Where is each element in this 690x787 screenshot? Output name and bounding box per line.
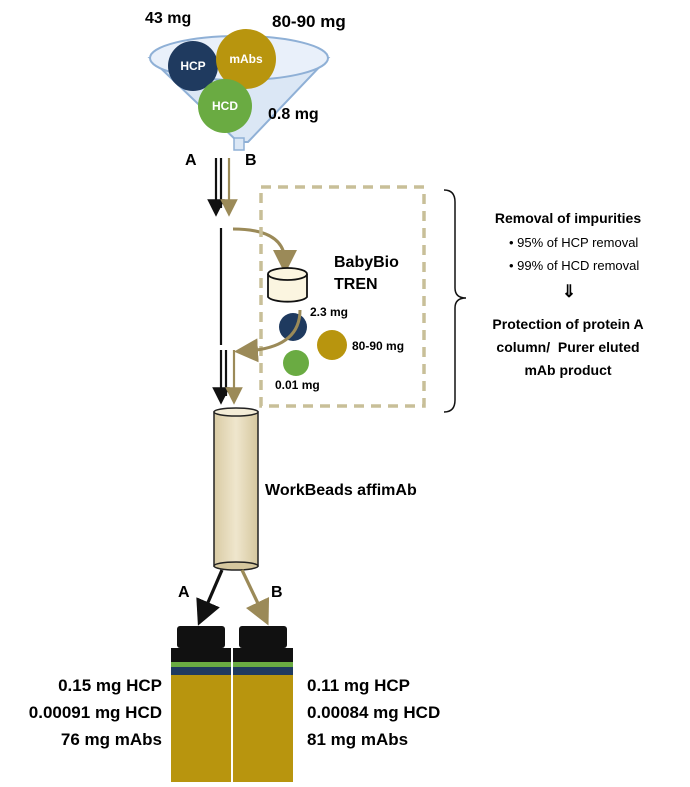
impurities-title: Removal of impurities xyxy=(494,210,642,226)
hcp-circle xyxy=(168,41,218,91)
mabs-circle xyxy=(216,29,276,89)
result-b-hcd: 0.00084 mg HCD xyxy=(307,703,441,722)
funnel-hcd-mass: 0.8 mg xyxy=(268,106,319,123)
path-b-out-of-babybio-arrow xyxy=(234,309,302,363)
path-a-bottom-label: A xyxy=(178,584,190,601)
impurities-conclusion-2: column/ Purer eluted xyxy=(496,339,640,355)
path-b-into-babybio-arrow xyxy=(232,227,297,274)
mabs-after-babybio-circle xyxy=(317,330,347,360)
hcp-circle-label: HCP xyxy=(180,59,206,73)
impurities-bullet-1: • 95% of HCP removal xyxy=(509,235,639,250)
babybio-cylinder-icon xyxy=(267,267,308,303)
impurities-down-arrow: ⇓ xyxy=(561,282,577,301)
babybio-dashed-box xyxy=(259,185,426,408)
hcd-circle-label: HCD xyxy=(212,99,238,113)
result-a-mabs: 76 mg mAbs xyxy=(60,730,162,749)
path-a-lower xyxy=(212,350,230,405)
result-b-mabs: 81 mg mAbs xyxy=(307,730,409,749)
path-a-to-bottle-arrow xyxy=(196,569,224,626)
result-a-hcp: 0.15 mg HCP xyxy=(58,676,162,695)
impurities-conclusion-1: Protection of protein A xyxy=(492,316,644,332)
babybio-title-line1: BabyBio xyxy=(334,254,399,271)
hcd-after-babybio-circle xyxy=(283,350,309,376)
babybio-mabs-mass: 80-90 mg xyxy=(352,339,405,353)
impurities-bullet-2: • 99% of HCD removal xyxy=(509,258,640,273)
path-b-to-bottle-arrow xyxy=(240,569,270,626)
path-a-top-label: A xyxy=(185,152,197,169)
impurities-brace xyxy=(443,189,467,413)
result-b-hcp: 0.11 mg HCP xyxy=(307,676,410,695)
funnel-mabs-mass: 80-90 mg xyxy=(272,12,346,31)
mabs-circle-label: mAbs xyxy=(229,52,263,66)
path-a-upper xyxy=(207,158,225,217)
hcd-circle xyxy=(198,79,252,133)
babybio-hcp-mass: 2.3 mg xyxy=(310,305,349,319)
hcp-after-babybio-circle xyxy=(279,313,307,341)
path-b-top-label: B xyxy=(245,152,257,169)
funnel-hcp-mass: 43 mg xyxy=(145,10,192,27)
babybio-title-line2: TREN xyxy=(334,276,378,293)
workbeads-column xyxy=(213,407,259,571)
path-b-bottom-label: B xyxy=(271,584,283,601)
bottle-a xyxy=(171,626,231,782)
impurities-conclusion-3: mAb product xyxy=(524,362,612,378)
babybio-hcd-mass: 0.01 mg xyxy=(275,378,320,392)
bottle-b xyxy=(233,626,293,782)
result-a-hcd: 0.00091 mg HCD xyxy=(28,703,162,722)
column-label: WorkBeads affimAb xyxy=(265,482,417,499)
